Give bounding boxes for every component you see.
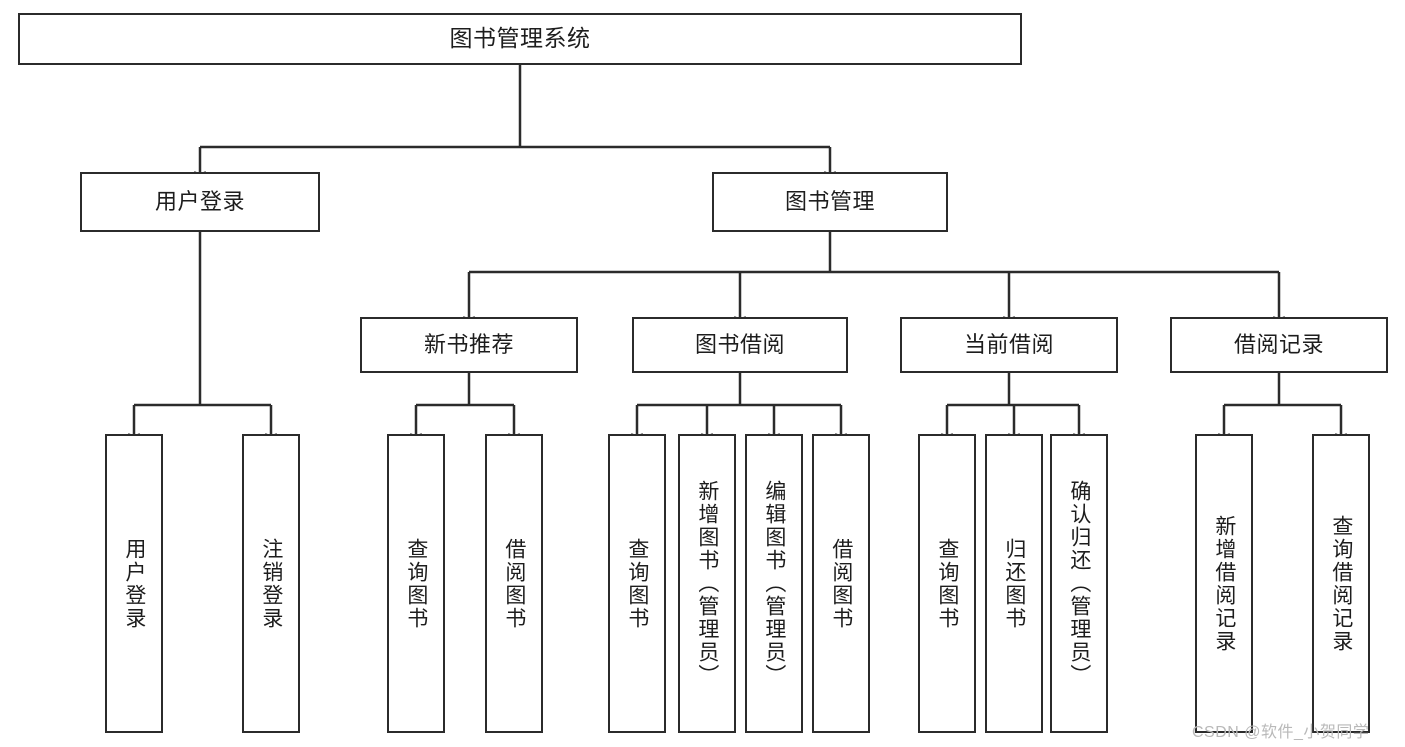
node-leaf-edit-book[interactable]: 编辑图书（管理员） bbox=[745, 434, 803, 733]
node-leaf-borrow-book-1-label: 借阅图书 bbox=[502, 537, 526, 630]
node-leaf-edit-book-label: 编辑图书（管理员） bbox=[762, 480, 786, 687]
node-book-manage-label: 图书管理 bbox=[784, 188, 875, 214]
node-leaf-query-record-label: 查询借阅记录 bbox=[1329, 514, 1353, 653]
node-leaf-user-login-label: 用户登录 bbox=[122, 537, 146, 630]
node-leaf-confirm-return[interactable]: 确认归还（管理员） bbox=[1050, 434, 1108, 733]
node-borrow-record-label: 借阅记录 bbox=[1233, 331, 1324, 357]
node-new-book-recommend-label: 新书推荐 bbox=[423, 331, 514, 357]
node-book-borrow[interactable]: 图书借阅 bbox=[632, 317, 848, 373]
node-root-label: 图书管理系统 bbox=[449, 25, 591, 52]
node-leaf-add-book[interactable]: 新增图书（管理员） bbox=[678, 434, 736, 733]
node-borrow-record[interactable]: 借阅记录 bbox=[1170, 317, 1388, 373]
node-new-book-recommend[interactable]: 新书推荐 bbox=[360, 317, 578, 373]
node-current-borrow-label: 当前借阅 bbox=[963, 331, 1054, 357]
node-leaf-query-book-2-label: 查询图书 bbox=[625, 537, 649, 630]
node-current-borrow[interactable]: 当前借阅 bbox=[900, 317, 1118, 373]
node-leaf-logout-login-label: 注销登录 bbox=[259, 537, 283, 630]
node-leaf-return-book[interactable]: 归还图书 bbox=[985, 434, 1043, 733]
node-user-login-label: 用户登录 bbox=[154, 188, 245, 214]
node-book-manage[interactable]: 图书管理 bbox=[712, 172, 948, 232]
node-leaf-query-book-2[interactable]: 查询图书 bbox=[608, 434, 666, 733]
watermark: CSDN @软件_小贺同学 bbox=[1192, 724, 1370, 741]
node-leaf-add-record[interactable]: 新增借阅记录 bbox=[1195, 434, 1253, 733]
node-leaf-borrow-book-2[interactable]: 借阅图书 bbox=[812, 434, 870, 733]
node-leaf-logout-login[interactable]: 注销登录 bbox=[242, 434, 300, 733]
node-book-borrow-label: 图书借阅 bbox=[694, 331, 785, 357]
node-leaf-borrow-book-2-label: 借阅图书 bbox=[829, 537, 853, 630]
node-leaf-query-book-1-label: 查询图书 bbox=[404, 537, 428, 630]
node-leaf-query-book-3[interactable]: 查询图书 bbox=[918, 434, 976, 733]
node-leaf-query-book-3-label: 查询图书 bbox=[935, 537, 959, 630]
node-leaf-user-login[interactable]: 用户登录 bbox=[105, 434, 163, 733]
node-leaf-confirm-return-label: 确认归还（管理员） bbox=[1067, 480, 1091, 687]
node-leaf-add-book-label: 新增图书（管理员） bbox=[695, 480, 719, 687]
node-root[interactable]: 图书管理系统 bbox=[18, 13, 1022, 65]
node-leaf-query-book-1[interactable]: 查询图书 bbox=[387, 434, 445, 733]
node-leaf-add-record-label: 新增借阅记录 bbox=[1212, 514, 1236, 653]
node-leaf-return-book-label: 归还图书 bbox=[1002, 537, 1026, 630]
node-leaf-query-record[interactable]: 查询借阅记录 bbox=[1312, 434, 1370, 733]
node-leaf-borrow-book-1[interactable]: 借阅图书 bbox=[485, 434, 543, 733]
node-user-login[interactable]: 用户登录 bbox=[80, 172, 320, 232]
